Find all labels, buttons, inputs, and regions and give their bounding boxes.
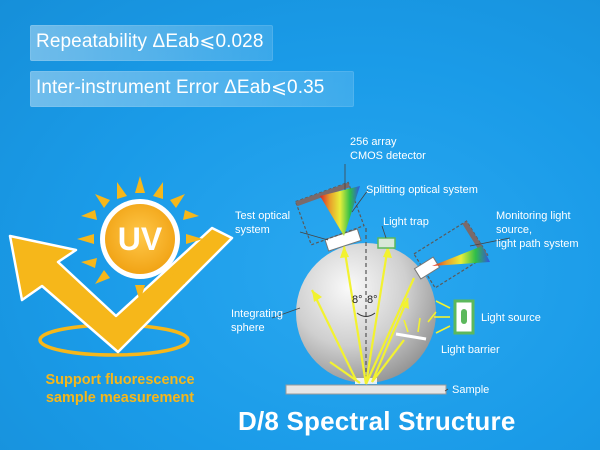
sun-icon <box>105 204 175 274</box>
cmos-label: 256 array CMOS detector <box>350 136 426 162</box>
cmos-detector-bar <box>295 182 350 207</box>
angle-right-label: 8° <box>367 294 378 306</box>
barrier-rays <box>403 311 437 333</box>
light-source-label: Light source <box>481 312 541 324</box>
uv-badge-text: UV <box>118 221 163 257</box>
inter-instrument-text: Inter-instrument Error ΔEab⩽0.35 <box>36 77 325 98</box>
cmos-spectrum-fan <box>320 186 360 236</box>
uv-check-arrow <box>8 226 234 354</box>
light-beams <box>311 245 416 385</box>
monitoring-label: Monitoring light source, light path syst… <box>496 210 579 250</box>
light-trap-label: Light trap <box>383 216 429 228</box>
inter-instrument-banner: Inter-instrument Error ΔEab⩽0.35 <box>30 71 354 107</box>
monitoring-spectrum-fan <box>432 246 490 266</box>
light-barrier <box>395 332 427 341</box>
integrating-sphere-label: Integrating sphere <box>231 308 283 334</box>
splitting-label: Splitting optical system <box>366 184 478 196</box>
uv-illustration: UV <box>8 176 234 357</box>
repeatability-text: Repeatability ΔEab⩽0.028 <box>36 31 264 52</box>
repeatability-banner: Repeatability ΔEab⩽0.028 <box>30 25 273 61</box>
light-source-rays-icon <box>434 300 451 334</box>
light-barrier-label: Light barrier <box>441 344 500 356</box>
angle-left-label: 8° <box>352 294 363 306</box>
uv-caption: Support fluorescence sample measurement <box>45 372 195 406</box>
leader-lines <box>271 164 511 392</box>
monitoring-housing <box>413 256 441 280</box>
sample-label: Sample <box>452 384 490 396</box>
diagram-title: D/8 Spectral Structure <box>238 406 516 436</box>
light-source-lamp <box>461 309 467 324</box>
sun-rays-icon <box>77 176 203 302</box>
angle-arc <box>356 312 376 317</box>
light-trap <box>377 237 396 249</box>
cmos-detector-box <box>294 181 365 246</box>
sample-plate <box>285 384 447 395</box>
test-optical-label: Test optical system <box>235 210 291 236</box>
beam-arrowheads <box>312 246 409 309</box>
